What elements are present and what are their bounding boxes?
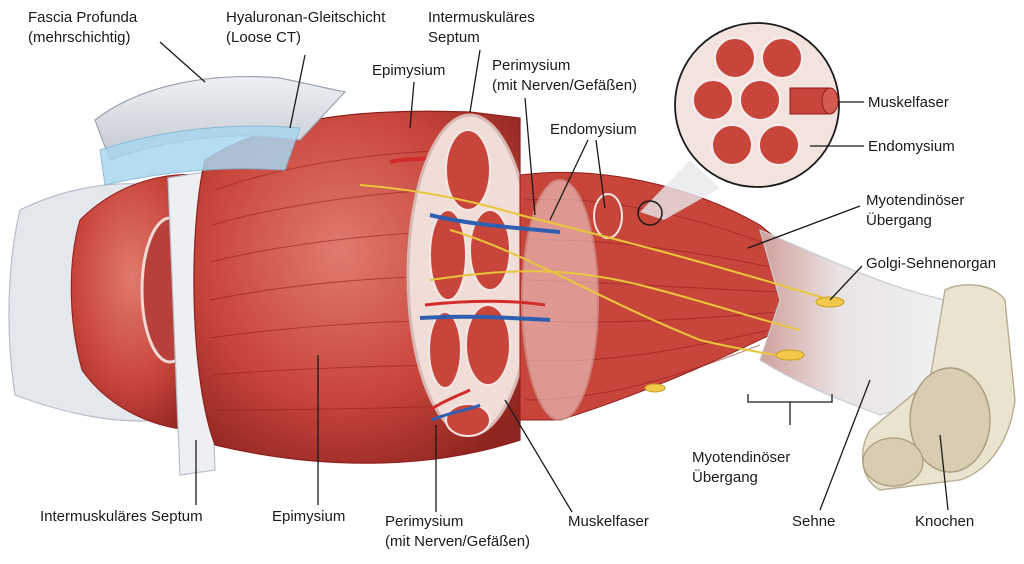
- label-perimysium-top: Perimysium(mit Nerven/Gefäßen): [492, 57, 637, 94]
- magnifier-cone: [640, 160, 720, 220]
- golgi-organ-1: [815, 296, 845, 308]
- label-epimysium-bottom: Epimysium: [272, 508, 345, 525]
- label-muskelfaser-bottom: Muskelfaser: [568, 513, 649, 530]
- golgi-organ-3: [644, 383, 666, 393]
- bone-cross-section: [909, 367, 991, 473]
- label-hyaluronan: Hyaluronan-Gleitschicht(Loose CT): [226, 9, 386, 46]
- label-endomysium-inset: Endomysium: [868, 138, 955, 155]
- golgi-organ-2: [775, 349, 805, 361]
- label-golgi: Golgi-Sehnenorgan: [866, 255, 996, 272]
- blood-vessels: [419, 213, 561, 422]
- second-cross-section: [521, 179, 599, 421]
- fascicle-end-cap: [593, 193, 623, 239]
- label-perimysium-bottom: Perimysium(mit Nerven/Gefäßen): [385, 513, 530, 550]
- label-muskelfaser-inset: Muskelfaser: [868, 94, 949, 111]
- labels: Fascia Profunda(mehrschichtig) Hyalurona…: [28, 9, 996, 550]
- inset-fiber-bundles: [692, 37, 839, 166]
- nerve-fibers: [359, 184, 831, 361]
- label-epimysium-top: Epimysium: [372, 62, 445, 79]
- bone-end: [862, 437, 924, 487]
- label-fascia-profunda: Fascia Profunda(mehrschichtig): [28, 9, 138, 46]
- myotendinous-bracket: [747, 394, 833, 403]
- leader-lines: [159, 41, 949, 513]
- hyaluronan-layer: [99, 125, 301, 186]
- label-knochen: Knochen: [915, 513, 974, 530]
- label-endomysium-mid: Endomysium: [550, 121, 637, 138]
- label-sehne: Sehne: [792, 513, 835, 530]
- magnifier-source-circle: [637, 200, 663, 226]
- label-septum-bottom: Intermuskuläres Septum: [40, 508, 203, 525]
